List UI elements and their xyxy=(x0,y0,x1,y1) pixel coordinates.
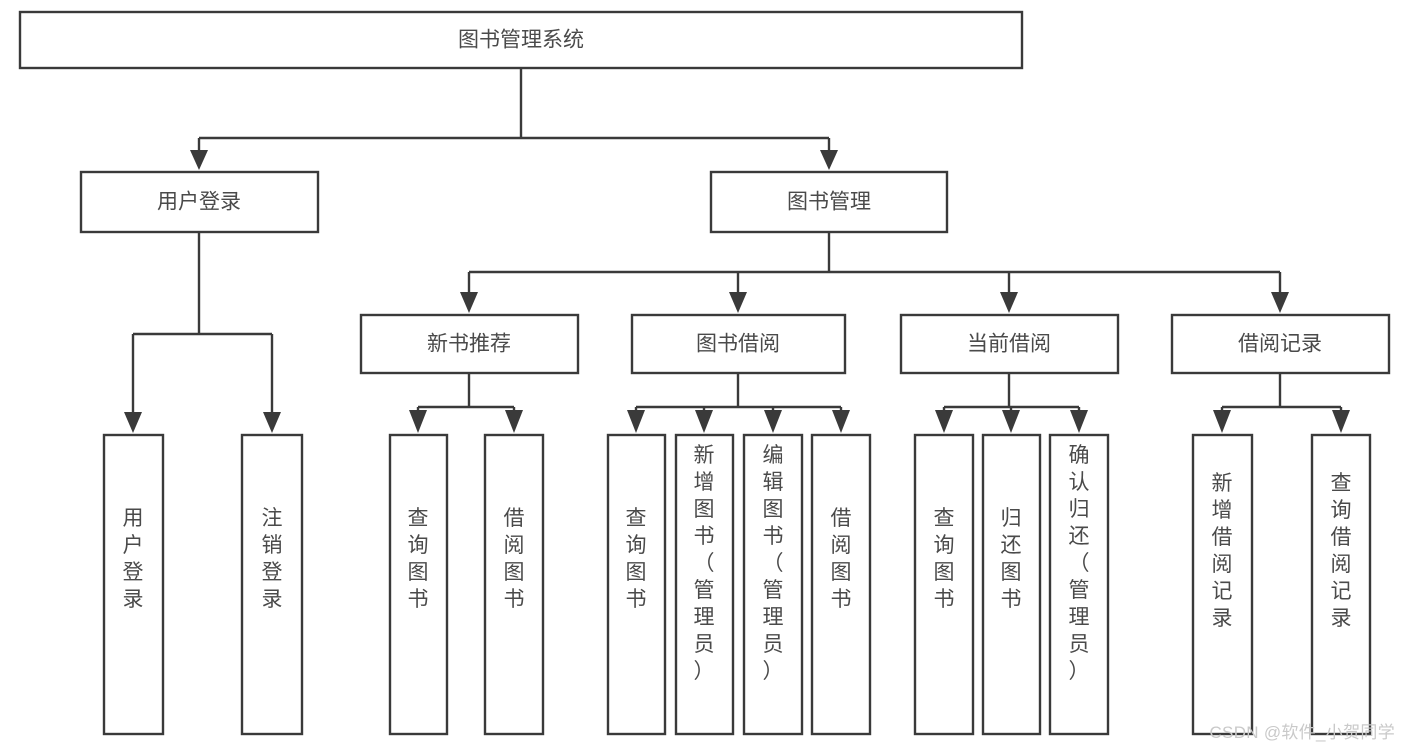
node-leaf-confirm-return-admin[interactable]: 确认归还（管理员） xyxy=(1048,433,1110,736)
node-user-login-box[interactable] xyxy=(79,170,320,234)
arrow-head-new-book-rec xyxy=(460,292,478,313)
arrow-head-bb-borrow xyxy=(832,410,850,433)
node-leaf-borrow-book-1-box[interactable] xyxy=(483,433,545,736)
node-user-login[interactable]: 用户登录 xyxy=(79,170,320,234)
node-book-management-label: 图书管理 xyxy=(787,191,871,214)
node-leaf-borrow-book-1[interactable]: 借阅图书 xyxy=(483,433,545,736)
node-leaf-query-book-3-label: 查询图书 xyxy=(934,507,955,611)
node-leaf-user-login-box[interactable] xyxy=(102,433,165,736)
arrow-head-bb-edit xyxy=(764,410,782,433)
node-leaf-logout[interactable]: 注销登录 xyxy=(240,433,304,736)
node-leaf-add-book-admin-label: 新增图书（管理员） xyxy=(694,444,715,683)
node-root-box[interactable] xyxy=(18,10,1024,70)
node-leaf-add-borrow-record-label: 新增借阅记录 xyxy=(1212,472,1233,630)
node-book-management-box[interactable] xyxy=(709,170,949,234)
node-borrow-record[interactable]: 借阅记录 xyxy=(1170,313,1391,375)
node-user-login-label: 用户登录 xyxy=(157,191,241,214)
node-leaf-borrow-book-2[interactable]: 借阅图书 xyxy=(810,433,872,736)
node-new-book-recommend-label: 新书推荐 xyxy=(427,333,511,356)
arrow-head-nbr-query xyxy=(409,410,427,433)
node-leaf-query-book-2[interactable]: 查询图书 xyxy=(606,433,667,736)
connector-group-root xyxy=(190,68,838,170)
node-leaf-add-borrow-record-box[interactable] xyxy=(1191,433,1254,736)
node-leaf-borrow-book-2-box[interactable] xyxy=(810,433,872,736)
node-leaf-query-book-2-label: 查询图书 xyxy=(626,507,647,611)
node-leaf-query-borrow-record-label: 查询借阅记录 xyxy=(1331,472,1352,630)
node-current-borrow-box[interactable] xyxy=(899,313,1120,375)
node-leaf-query-book-3[interactable]: 查询图书 xyxy=(913,433,975,736)
arrow-head-book-mgmt xyxy=(820,150,838,170)
connector-group-borrow-record xyxy=(1213,373,1350,433)
node-leaf-add-book-admin-box[interactable] xyxy=(674,433,735,736)
arrow-head-br-add xyxy=(1213,410,1231,433)
arrow-head-bb-query xyxy=(627,410,645,433)
node-current-borrow-label: 当前借阅 xyxy=(967,333,1051,356)
node-new-book-recommend[interactable]: 新书推荐 xyxy=(359,313,580,375)
node-leaf-query-book-1-box[interactable] xyxy=(388,433,449,736)
node-leaf-logout-box[interactable] xyxy=(240,433,304,736)
node-leaf-confirm-return-admin-box[interactable] xyxy=(1048,433,1110,736)
arrow-head-leaf-logout xyxy=(263,412,281,433)
arrow-head-bb-add xyxy=(695,410,713,433)
node-leaf-return-book-box[interactable] xyxy=(981,433,1042,736)
node-leaf-borrow-book-2-label: 借阅图书 xyxy=(831,507,852,611)
node-leaf-borrow-book-1-label: 借阅图书 xyxy=(504,507,525,611)
node-book-borrow[interactable]: 图书借阅 xyxy=(630,313,847,375)
arrow-head-cb-return xyxy=(1002,410,1020,433)
node-new-book-recommend-box[interactable] xyxy=(359,313,580,375)
connector-group-new-book-rec xyxy=(409,373,523,433)
node-borrow-record-label: 借阅记录 xyxy=(1238,333,1322,356)
connector-group-user-login xyxy=(124,232,281,433)
node-leaf-query-book-3-box[interactable] xyxy=(913,433,975,736)
connector-group-book-borrow xyxy=(627,373,850,433)
node-leaf-query-book-1-label: 查询图书 xyxy=(408,507,429,611)
arrow-head-user-login xyxy=(190,150,208,170)
node-leaf-query-book-2-box[interactable] xyxy=(606,433,667,736)
node-root-label: 图书管理系统 xyxy=(458,29,584,52)
node-leaf-logout-label: 注销登录 xyxy=(262,507,283,611)
node-leaf-edit-book-admin[interactable]: 编辑图书（管理员） xyxy=(742,433,804,736)
arrow-head-cb-query xyxy=(935,410,953,433)
node-book-borrow-box[interactable] xyxy=(630,313,847,375)
node-leaf-user-login[interactable]: 用户登录 xyxy=(102,433,165,736)
node-leaf-edit-book-admin-box[interactable] xyxy=(742,433,804,736)
node-leaf-add-borrow-record[interactable]: 新增借阅记录 xyxy=(1191,433,1254,736)
node-root[interactable]: 图书管理系统 xyxy=(18,10,1024,70)
node-leaf-query-borrow-record[interactable]: 查询借阅记录 xyxy=(1310,433,1372,736)
node-leaf-query-book-1[interactable]: 查询图书 xyxy=(388,433,449,736)
node-leaf-edit-book-admin-label: 编辑图书（管理员） xyxy=(763,444,784,683)
node-book-management[interactable]: 图书管理 xyxy=(709,170,949,234)
node-leaf-query-borrow-record-box[interactable] xyxy=(1310,433,1372,736)
node-borrow-record-box[interactable] xyxy=(1170,313,1391,375)
arrow-head-current-borrow xyxy=(1000,292,1018,313)
arrow-head-nbr-borrow xyxy=(505,410,523,433)
node-leaf-add-book-admin[interactable]: 新增图书（管理员） xyxy=(674,433,735,736)
node-leaf-user-login-label: 用户登录 xyxy=(123,507,144,611)
node-book-borrow-label: 图书借阅 xyxy=(696,333,780,356)
arrow-head-borrow-record xyxy=(1271,292,1289,313)
connector-group-current-borrow xyxy=(935,373,1088,433)
arrow-head-cb-confirm xyxy=(1070,410,1088,433)
arrow-head-book-borrow xyxy=(729,292,747,313)
arrow-head-br-query xyxy=(1332,410,1350,433)
node-current-borrow[interactable]: 当前借阅 xyxy=(899,313,1120,375)
connector-group-book-mgmt xyxy=(460,232,1289,313)
node-leaf-return-book[interactable]: 归还图书 xyxy=(981,433,1042,736)
node-leaf-confirm-return-admin-label: 确认归还（管理员） xyxy=(1069,444,1090,683)
arrow-head-leaf-user-login xyxy=(124,412,142,433)
node-leaf-return-book-label: 归还图书 xyxy=(1001,507,1022,611)
